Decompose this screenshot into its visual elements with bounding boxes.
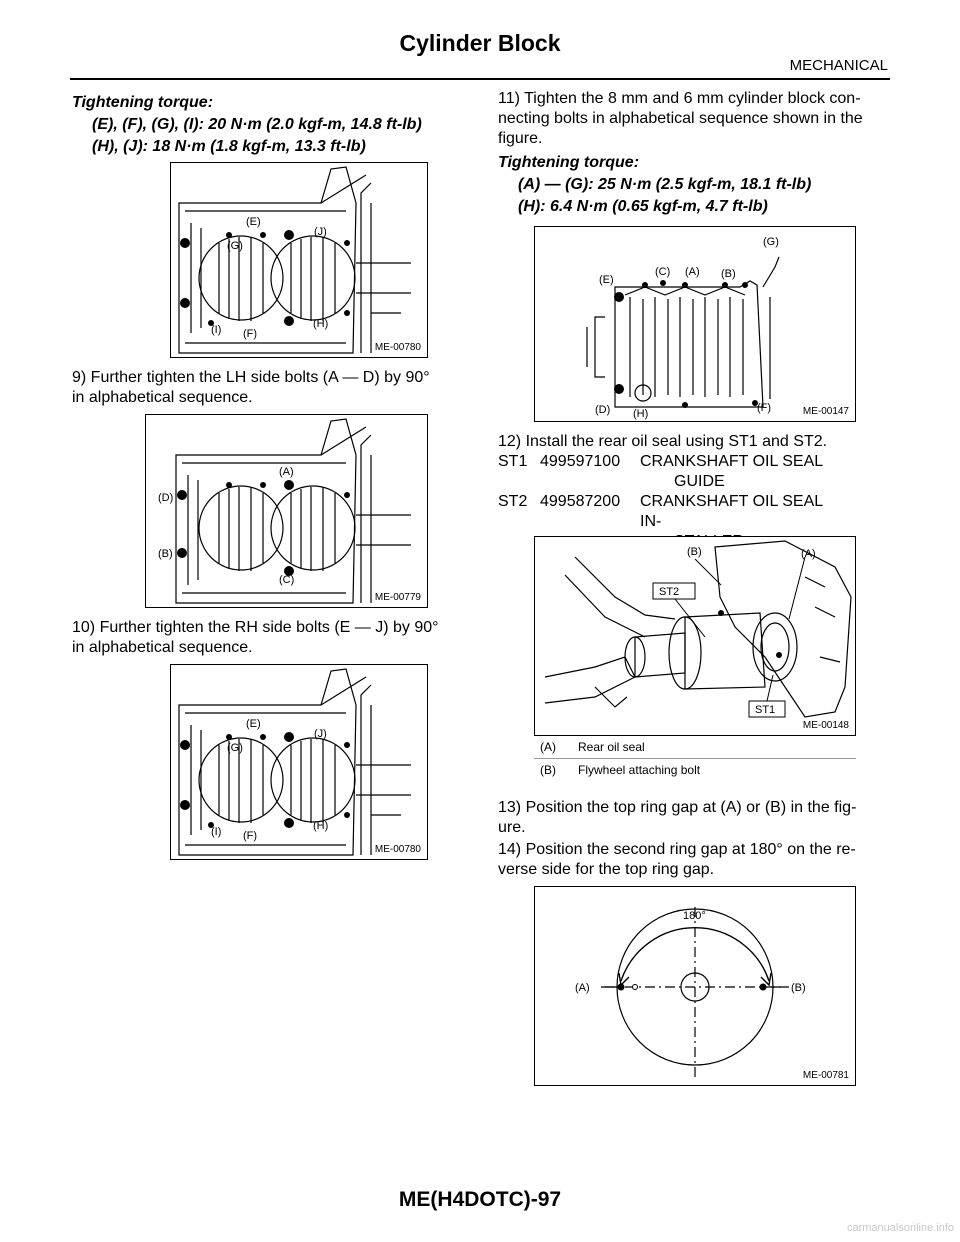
callout-label: (E)	[246, 718, 261, 730]
callout-label: (B)	[158, 548, 173, 560]
callout-label: (A)	[685, 266, 700, 278]
callout-label: (A)	[279, 466, 294, 478]
tool-row: ST2 499587200 CRANKSHAFT OIL SEAL IN-	[498, 492, 840, 532]
callout-label: (C)	[279, 574, 294, 586]
figure-cylinder-block-lh: (A) (D) (B) (C) ME-00779	[145, 414, 428, 608]
tool-name: GUIDE	[674, 473, 725, 490]
callout-label: (E)	[246, 216, 261, 228]
step-13: 13) Position the top ring gap at (A) or …	[498, 798, 856, 838]
step-12: 12) Install the rear oil seal using ST1 …	[498, 433, 828, 450]
step-text: ure.	[498, 819, 526, 836]
figure-id: ME-00147	[802, 406, 849, 417]
angle-label: 180°	[683, 910, 706, 922]
callout-label: (H)	[313, 318, 328, 330]
header-rule	[70, 78, 890, 80]
torque-line: (H): 6.4 N·m (0.65 kgf-m, 4.7 ft-lb)	[518, 198, 768, 215]
step-text: figure.	[498, 130, 543, 147]
callout-label: ST1	[755, 704, 775, 716]
step-11: 11) Tighten the 8 mm and 6 mm cylinder b…	[498, 89, 863, 149]
page-number: ME(H4DOTC)-97	[398, 1188, 562, 1211]
callout-label: (J)	[314, 728, 327, 740]
step-text: in alphabetical sequence.	[72, 639, 253, 656]
figure-legend: (A) Rear oil seal (B) Flywheel attaching…	[534, 736, 856, 781]
step-text: necting bolts in alphabetical sequence s…	[498, 110, 863, 127]
tool-name: CRANKSHAFT OIL SEAL	[640, 453, 824, 470]
callout-label: (E)	[599, 274, 614, 286]
torque-heading: Tightening torque:	[72, 94, 214, 111]
figure-ring-gap-position: 180° (A) (B) ME-00781	[534, 886, 856, 1086]
callout-label: (F)	[243, 328, 257, 340]
figure-id: ME-00781	[802, 1070, 849, 1081]
callout-label: (B)	[721, 268, 736, 280]
tool-name: CRANKSHAFT OIL SEAL IN-	[640, 493, 823, 530]
callout-label: (I)	[211, 826, 221, 838]
step-text: 14) Position the second ring gap at 180°…	[498, 841, 856, 858]
callout-label: (C)	[655, 266, 670, 278]
callout-label: (F)	[757, 402, 771, 414]
figure-connecting-bolts: (G) (E) (C) (A) (B) (D) (H) (F) ME-00147	[534, 226, 856, 422]
step-text: verse side for the top ring gap.	[498, 861, 715, 878]
callout-label: (H)	[313, 820, 328, 832]
legend-row: (B) Flywheel attaching bolt	[534, 759, 856, 781]
tool-code: ST1	[498, 453, 528, 470]
torque-line: (H), (J): 18 N·m (1.8 kgf-m, 13.3 ft-lb)	[92, 138, 366, 155]
torque-heading: Tightening torque:	[498, 154, 640, 171]
callout-label: (F)	[243, 830, 257, 842]
page-title: Cylinder Block	[399, 30, 561, 56]
figure-cylinder-block-rh-2: (E) (J) (G) (I) (F) (H) ME-00780	[170, 664, 428, 860]
torque-line: (A) — (G): 25 N·m (2.5 kgf-m, 18.1 ft-lb…	[518, 176, 812, 193]
callout-label: (J)	[314, 226, 327, 238]
figure-rear-oil-seal-install: (B) (A) ST2 ST1 ME-00148	[534, 536, 856, 736]
callout-label: (D)	[595, 404, 610, 416]
figure-cylinder-block-rh-1: (E) (J) (G) (I) (F) (H) ME-00780	[170, 162, 428, 358]
figure-id: ME-00780	[374, 342, 421, 353]
step-text: in alphabetical sequence.	[72, 389, 253, 406]
torque-line: (E), (F), (G), (I): 20 N·m (2.0 kgf-m, 1…	[92, 116, 422, 133]
step-text: 13) Position the top ring gap at (A) or …	[498, 799, 857, 816]
callout-label: (A)	[575, 982, 590, 994]
watermark: carmanualsonline.info	[846, 1222, 954, 1234]
legend-text: Flywheel attaching bolt	[578, 763, 701, 777]
tool-row-cont: GUIDE	[498, 472, 840, 492]
tool-part-number: 499587200	[540, 493, 621, 510]
callout-label: (I)	[211, 324, 221, 336]
callout-label: (B)	[687, 546, 702, 558]
tool-row: ST1 499597100 CRANKSHAFT OIL SEAL	[498, 452, 840, 472]
figure-id: ME-00148	[802, 720, 849, 731]
legend-row: (A) Rear oil seal	[534, 736, 856, 759]
step-10: 10) Further tighten the RH side bolts (E…	[72, 618, 439, 658]
step-text: 9) Further tighten the LH side bolts (A …	[72, 369, 430, 386]
callout-label: (D)	[158, 492, 173, 504]
callout-label: (H)	[633, 408, 648, 420]
step-9: 9) Further tighten the LH side bolts (A …	[72, 368, 430, 408]
section-name: MECHANICAL	[789, 57, 888, 74]
step-text: 10) Further tighten the RH side bolts (E…	[72, 619, 439, 636]
torque-spec-2: Tightening torque: (A) — (G): 25 N·m (2.…	[498, 152, 811, 218]
callout-label: ST2	[659, 586, 679, 598]
figure-id: ME-00779	[374, 592, 421, 603]
legend-text: Rear oil seal	[578, 740, 645, 754]
legend-key: (B)	[540, 763, 556, 777]
tool-code: ST2	[498, 493, 528, 510]
callout-label: (G)	[227, 742, 243, 754]
step-text: 11) Tighten the 8 mm and 6 mm cylinder b…	[498, 90, 861, 107]
tool-part-number: 499597100	[540, 453, 621, 470]
torque-spec-1: Tightening torque: (E), (F), (G), (I): 2…	[72, 92, 422, 158]
step-14: 14) Position the second ring gap at 180°…	[498, 840, 856, 880]
legend-key: (A)	[540, 740, 556, 754]
callout-label: (G)	[227, 240, 243, 252]
figure-id: ME-00780	[374, 844, 421, 855]
callout-label: (A)	[801, 548, 816, 560]
callout-label: (G)	[763, 236, 779, 248]
callout-label: (B)	[791, 982, 806, 994]
